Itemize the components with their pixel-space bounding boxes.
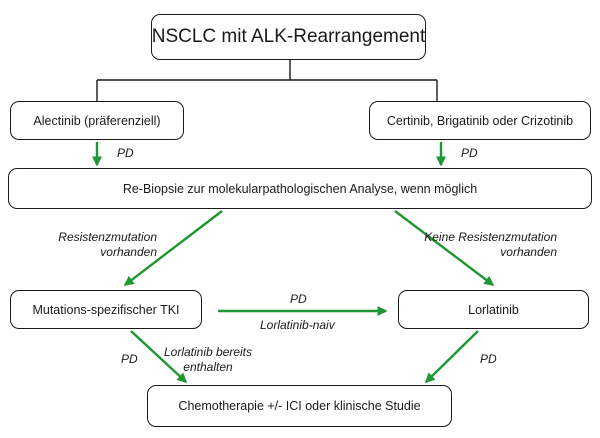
- label-no-resistance: Keine Resistenzmutation vorhanden: [400, 230, 557, 260]
- label-pd-left: PD: [117, 146, 134, 160]
- label-resistance-line2: vorhanden: [100, 245, 157, 259]
- node-alectinib: Alectinib (präferenziell): [10, 101, 184, 140]
- root-connector: [96, 60, 438, 101]
- label-no-resistance-line1: Keine Resistenzmutation: [424, 230, 557, 244]
- node-mutation-specific-tki: Mutations-spezifischer TKI: [10, 290, 202, 329]
- label-lorlatinib-naive: Lorlatinib-naiv: [260, 318, 335, 332]
- node-rebiopsy: Re-Biopsie zur molekularpathologischen A…: [8, 168, 592, 209]
- node-nsclc-alk: NSCLC mit ALK-Rearrangement: [151, 14, 426, 60]
- arrow-rebiopsy-to-lorlatinib: [394, 210, 495, 286]
- label-lorlatinib-already-line1: Lorlatinib bereits: [163, 345, 253, 359]
- label-pd-right: PD: [461, 146, 478, 160]
- arrow-mutation-tki-to-chemo: [130, 330, 188, 384]
- arrow-rebiopsy-to-mutation-tki: [123, 210, 223, 286]
- node-chemotherapy: Chemotherapie +/- ICI oder klinische Stu…: [147, 385, 452, 427]
- label-lorlatinib-already-line2: enthalten: [183, 360, 233, 374]
- label-lorlatinib-already: Lorlatinib bereits enthalten: [150, 345, 266, 375]
- arrow-lorlatinib-to-chemo: [424, 330, 479, 384]
- label-pd-middle: PD: [290, 292, 307, 306]
- node-other-tki: Certinib, Brigatinib oder Crizotinib: [369, 101, 591, 140]
- label-no-resistance-line2: vorhanden: [500, 245, 557, 259]
- label-pd-lower-left: PD: [121, 352, 138, 366]
- label-resistance-line1: Resistenzmutation: [58, 230, 157, 244]
- label-resistance-present: Resistenzmutation vorhanden: [30, 230, 157, 260]
- label-pd-lower-right: PD: [480, 352, 497, 366]
- node-lorlatinib: Lorlatinib: [398, 290, 589, 329]
